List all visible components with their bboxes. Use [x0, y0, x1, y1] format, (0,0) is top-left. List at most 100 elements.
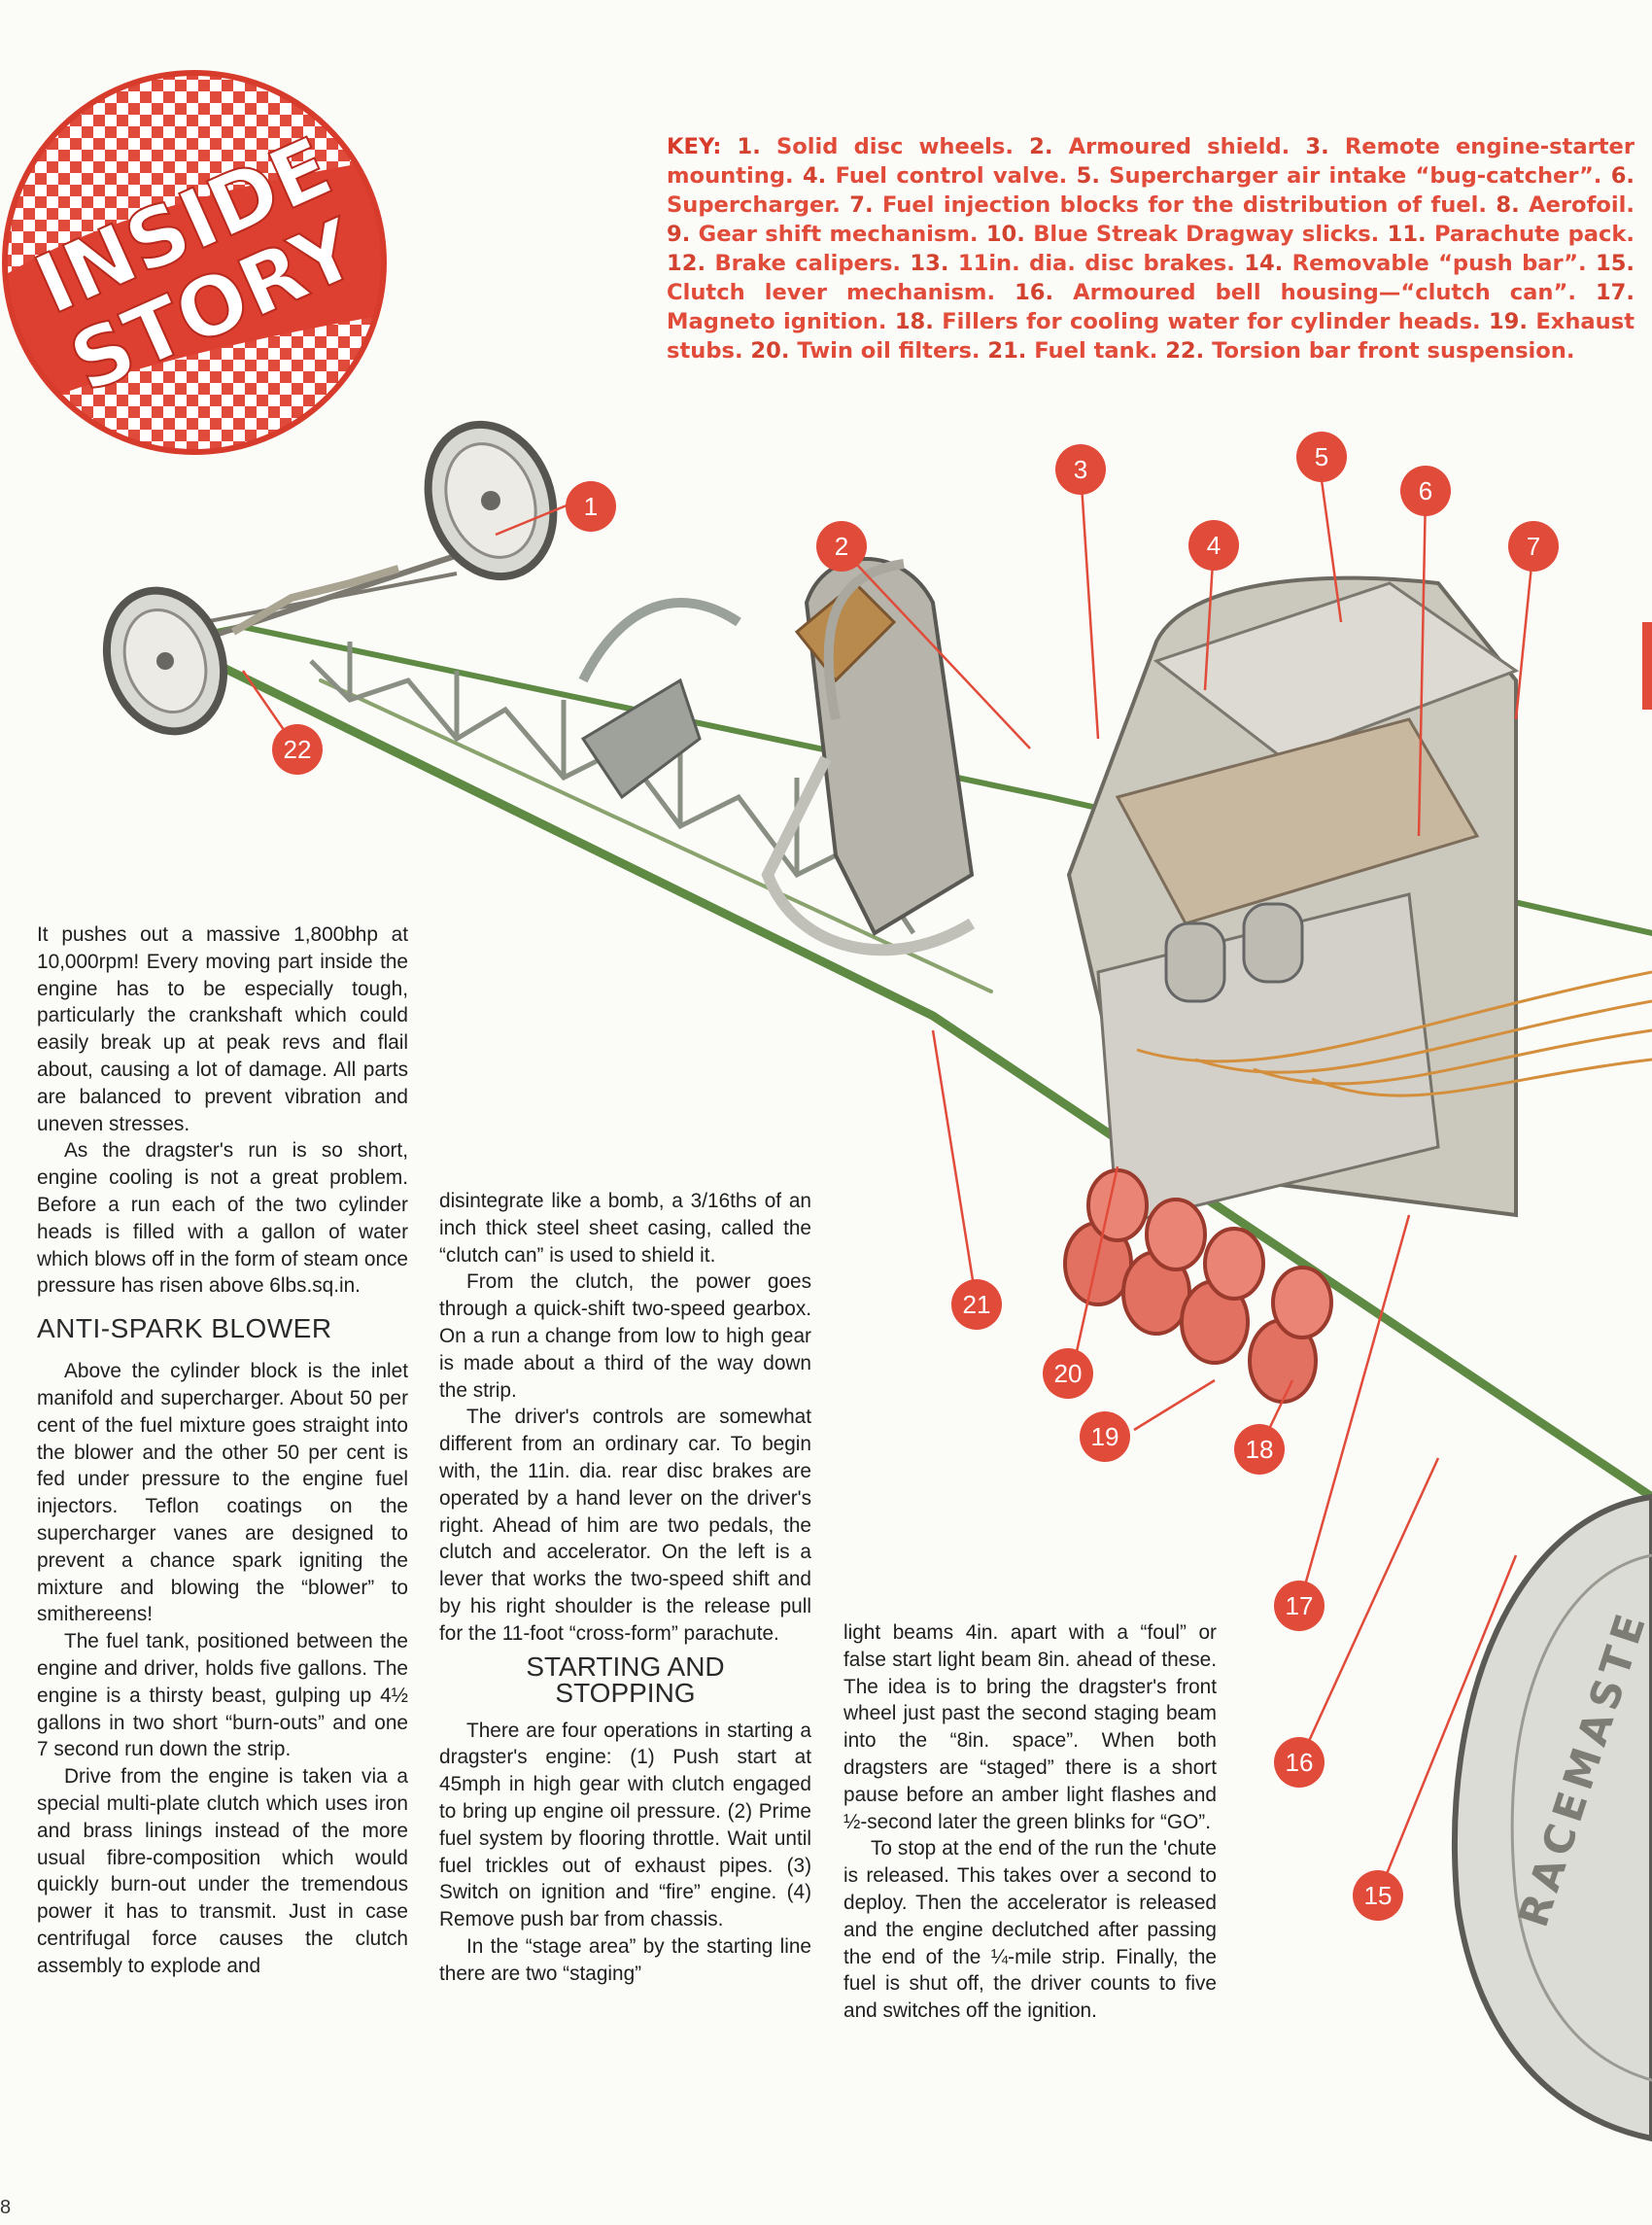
heading-line-2: STOPPING — [555, 1677, 696, 1708]
key-item-text: Fuel injection blocks for the distributi… — [881, 192, 1487, 218]
key-item-number: 8. — [1487, 192, 1530, 218]
key-item-number: 20. — [742, 338, 798, 364]
key-item-text: Fillers for cooling water for cylinder h… — [942, 309, 1481, 334]
callout-1: 1 — [566, 481, 616, 532]
col2-paragraph-2: From the clutch, the power goes through … — [439, 1270, 811, 1402]
callout-label: 16 — [1286, 1748, 1314, 1777]
key-item-number: 15. — [1586, 251, 1635, 276]
key-item-text: Remote engine-starter mounting. — [667, 134, 1635, 189]
key-item-number: 9. — [667, 222, 699, 247]
callout-22: 22 — [272, 724, 323, 775]
callout-15: 15 — [1353, 1870, 1403, 1921]
key-item-number: 5. — [1067, 163, 1110, 189]
callout-label: 4 — [1207, 531, 1221, 560]
callout-circle — [1234, 1424, 1285, 1475]
key-item-number: 7. — [840, 192, 882, 218]
callout-label: 3 — [1074, 455, 1087, 484]
col3-paragraph-2: To stop at the end of the run the 'chute… — [843, 1837, 1217, 2023]
key-item-text: Exhaust stubs. — [667, 309, 1635, 364]
callout-circle — [566, 481, 616, 532]
key-item-number: 3. — [1290, 134, 1345, 159]
callout-circle — [1080, 1411, 1130, 1462]
key-item-text: Fuel control valve. — [835, 163, 1068, 189]
column-3: light beams 4in. apart with a “foul” or … — [843, 1619, 1217, 2025]
key-item-number: 2. — [1013, 134, 1069, 159]
callout-circle — [1296, 432, 1347, 482]
key-item-number: 21. — [980, 338, 1035, 364]
col1-paragraph-5: Drive from the engine is taken via a spe… — [37, 1765, 408, 1977]
callout-label: 1 — [584, 492, 598, 521]
heading-anti-spark-blower: ANTI-SPARK BLOWER — [37, 1313, 332, 1344]
key-item-text: Supercharger. — [667, 192, 841, 218]
key-item-number: 17. — [1575, 280, 1635, 305]
col1-paragraph-3: Above the cylinder block is the inlet ma… — [37, 1360, 408, 1626]
key-item-number: 18. — [886, 309, 943, 334]
callout-label: 18 — [1246, 1435, 1274, 1464]
key-item-text: Twin oil filters. — [797, 338, 981, 364]
callout-circle — [1274, 1737, 1325, 1788]
col2-paragraph-5: In the “stage area” by the starting line… — [439, 1934, 811, 1985]
leader-lines — [241, 469, 1535, 1896]
key-item-number: 12. — [667, 251, 715, 276]
col2-paragraph-1: disintegrate like a bomb, a 3/16ths of a… — [439, 1190, 811, 1267]
key-item-number: 6. — [1601, 163, 1635, 189]
parts-key: KEY: 1. Solid disc wheels. 2. Armoured s… — [667, 132, 1635, 365]
key-item-number: 19. — [1480, 309, 1536, 334]
col2-paragraph-3: The driver's controls are somewhat diffe… — [439, 1406, 811, 1645]
callout-label: 5 — [1315, 442, 1328, 471]
red-edge-tab — [1642, 622, 1652, 710]
key-item-text: Torsion bar front suspension. — [1212, 338, 1575, 364]
key-items: 1. Solid disc wheels. 2. Armoured shield… — [667, 134, 1635, 364]
key-item-number: 13. — [901, 251, 958, 276]
front-wheel-right — [424, 420, 558, 581]
callout-2: 2 — [816, 521, 867, 572]
col3-paragraph-1: light beams 4in. apart with a “foul” or … — [843, 1621, 1217, 1833]
key-item-text: Gear shift mechanism. — [698, 222, 979, 247]
callout-label: 17 — [1286, 1591, 1314, 1620]
callout-circle — [1274, 1581, 1325, 1631]
callout-6: 6 — [1400, 466, 1451, 516]
callout-5: 5 — [1296, 432, 1347, 482]
key-item-text: Parachute pack. — [1433, 222, 1635, 247]
key-item-number: 14. — [1234, 251, 1292, 276]
exhaust-stubs — [1063, 1168, 1333, 1404]
callout-label: 20 — [1054, 1359, 1083, 1388]
callout-circle — [272, 724, 323, 775]
inside-story-badge: INSIDE STORY — [2, 70, 387, 455]
heading-line-1: STARTING AND — [526, 1651, 725, 1682]
callout-17: 17 — [1274, 1581, 1325, 1631]
key-item-number: 1. — [737, 134, 777, 159]
callout-circle — [1400, 466, 1451, 516]
callout-7: 7 — [1508, 521, 1559, 572]
key-item-number: 22. — [1157, 338, 1213, 364]
key-item-text: Clutch lever mechanism. — [667, 280, 996, 305]
col1-paragraph-1: It pushes out a massive 1,800bhp at 10,0… — [37, 923, 408, 1135]
callout-21: 21 — [951, 1279, 1002, 1330]
callout-label: 15 — [1364, 1881, 1393, 1910]
key-item-number: 16. — [995, 280, 1074, 305]
key-item-text: Removable “push bar”. — [1291, 251, 1587, 276]
callout-circle — [1188, 520, 1239, 571]
key-item-number: 10. — [978, 222, 1034, 247]
front-axle — [164, 541, 492, 654]
key-item-text: Aerofoil. — [1529, 192, 1635, 218]
col2-paragraph-4: There are four operations in starting a … — [439, 1719, 811, 1931]
key-item-text: Supercharger air intake “bug-catcher”. — [1109, 163, 1602, 189]
key-item-text: Armoured bell housing—“clutch can”. — [1073, 280, 1576, 305]
callout-label: 19 — [1091, 1422, 1119, 1451]
callout-20: 20 — [1043, 1348, 1093, 1399]
key-item-text: Magneto ignition. — [667, 309, 887, 334]
key-label: KEY: — [667, 134, 722, 159]
key-item-text: Solid disc wheels. — [776, 134, 1014, 159]
key-item-text: 11in. dia. disc brakes. — [957, 251, 1235, 276]
callout-19: 19 — [1080, 1411, 1130, 1462]
cockpit — [580, 557, 976, 956]
callout-circle — [1043, 1348, 1093, 1399]
col1-paragraph-4: The fuel tank, positioned between the en… — [37, 1630, 408, 1761]
callout-label: 2 — [835, 532, 848, 561]
callout-circle — [816, 521, 867, 572]
key-item-text: Brake calipers. — [714, 251, 902, 276]
ignition-wires — [1136, 970, 1652, 1097]
callout-circle — [951, 1279, 1002, 1330]
